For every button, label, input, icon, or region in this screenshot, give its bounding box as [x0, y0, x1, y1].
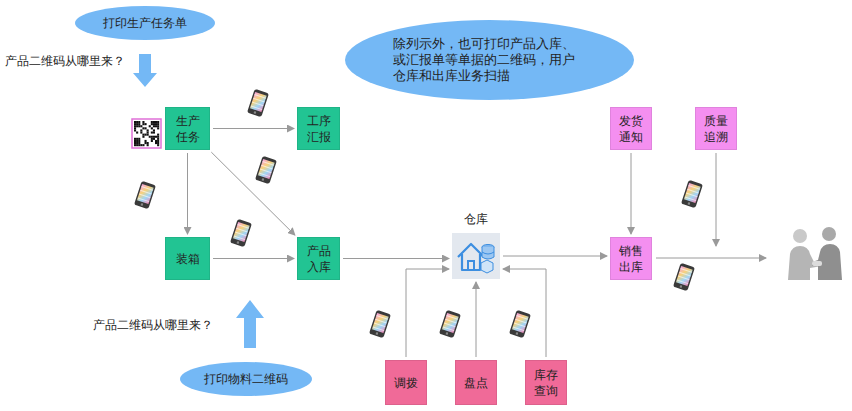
block-arrow: [236, 300, 264, 348]
flow-arrow: [406, 269, 449, 357]
flow-arrow: [211, 152, 295, 235]
flow-arrow: [343, 258, 449, 259]
process-box: 库存查询: [525, 360, 567, 405]
warehouse-icon: [452, 233, 500, 279]
callout-ellipse: 除列示外，也可打印产品入库、或汇报单等单据的二维码，用户仓库和出库业务扫描: [345, 20, 634, 100]
flow-arrow: [503, 256, 607, 257]
node-text: 仓库: [464, 211, 488, 227]
flow-arrow: [187, 153, 188, 234]
phone-icon: [255, 156, 277, 184]
node-text: 打印生产任务单: [103, 15, 187, 31]
node-text: 工序汇报: [306, 113, 332, 145]
node-text: 打印物料二维码: [204, 371, 288, 387]
flow-arrow: [476, 282, 477, 357]
qr-code-pixels: [134, 121, 159, 146]
phone-icon: [681, 180, 703, 208]
phone-icon: [134, 181, 156, 209]
leader-line: [716, 153, 717, 246]
phone-icon: [509, 310, 531, 338]
flow-arrow: [631, 153, 632, 234]
phone-icon: [247, 89, 269, 117]
node-text: 质量追溯: [703, 113, 729, 145]
process-box: 产品入库: [297, 237, 340, 280]
node-text: 装箱: [176, 251, 200, 267]
process-box: 装箱: [165, 237, 210, 280]
node-text: 盘点: [464, 375, 488, 391]
question-label: 产品二维码从哪里来？: [93, 317, 213, 333]
node-text: 除列示外，也可打印产品入库、或汇报单等单据的二维码，用户仓库和出库业务扫描: [393, 36, 585, 84]
flow-arrow: [213, 128, 294, 129]
process-box: 工序汇报: [297, 107, 340, 150]
process-box: 盘点: [455, 360, 497, 405]
phone-icon: [439, 310, 461, 338]
qr-code: [132, 119, 161, 148]
phone-icon: [673, 263, 695, 291]
node-text: 库存查询: [533, 367, 559, 399]
process-box: 销售出库: [610, 237, 652, 280]
phone-icon: [230, 219, 252, 247]
node-text: 调拨: [394, 375, 418, 391]
node-text: 发货通知: [618, 113, 644, 145]
process-box: 发货通知: [610, 107, 652, 150]
process-box: 生产任务: [165, 107, 210, 150]
node-text: 销售出库: [618, 243, 644, 275]
warehouse-node: 仓库: [452, 233, 500, 279]
callout-ellipse: 打印物料二维码: [180, 362, 312, 396]
leader-line: [656, 258, 766, 259]
block-arrow: [133, 54, 157, 87]
process-box: 质量追溯: [695, 107, 737, 150]
question-label: 产品二维码从哪里来？: [5, 53, 125, 69]
flow-arrow: [503, 269, 546, 357]
phone-icon: [369, 310, 391, 338]
flow-arrow: [213, 258, 294, 259]
process-box: 调拨: [385, 360, 427, 405]
people-figure: [788, 227, 842, 280]
node-text: 产品入库: [306, 243, 332, 275]
node-text: 生产任务: [175, 113, 201, 145]
callout-ellipse: 打印生产任务单: [75, 6, 215, 40]
